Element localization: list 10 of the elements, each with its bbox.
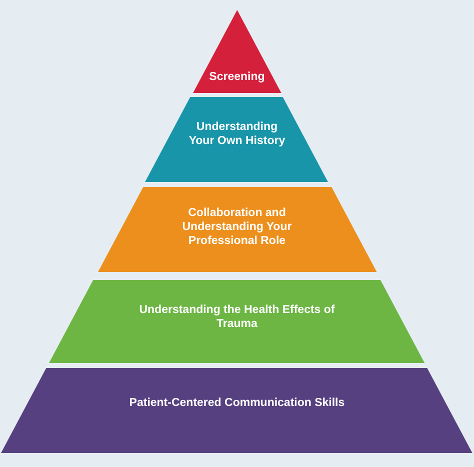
pyramid-tier [192,10,282,93]
tier-label: Screening [208,70,266,84]
tier-label: Understanding the Health Effects of Trauma [138,303,336,331]
pyramid-tier [145,97,328,182]
pyramid-tier [49,280,425,363]
pyramid-tier [98,187,376,272]
tier-label: Collaboration and Understanding Your Professional Role [181,206,293,248]
pyramid-tier [1,368,473,453]
tier-label: Patient-Centered Communication Skills [128,396,346,410]
tier-label: Understanding Your Own History [188,120,286,148]
